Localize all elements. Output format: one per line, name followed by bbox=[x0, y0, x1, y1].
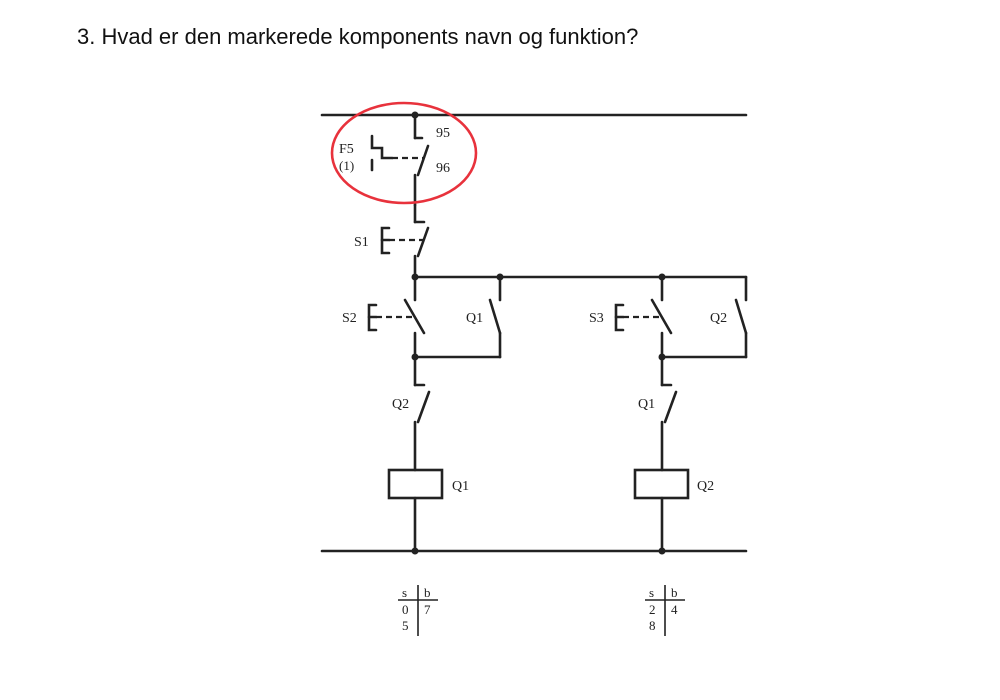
q1-interlock-label: Q1 bbox=[638, 397, 655, 412]
table-q2-r1c2: 4 bbox=[671, 602, 678, 617]
s3-label: S3 bbox=[589, 311, 604, 326]
terminal-95-label: 95 bbox=[436, 126, 450, 141]
coil-q1-label: Q1 bbox=[452, 479, 469, 494]
table-q2-r2c1: 8 bbox=[649, 618, 656, 633]
question-text: 3. Hvad er den markerede komponents navn… bbox=[77, 24, 639, 49]
coil-q1 bbox=[387, 468, 444, 500]
s2-start-button bbox=[367, 275, 426, 359]
table-q2-h1: s bbox=[649, 585, 654, 600]
f5-sub-label: (1) bbox=[339, 158, 354, 173]
contact-table-q2: s b 2 4 8 bbox=[645, 585, 685, 636]
f5-label: F5 bbox=[339, 142, 354, 157]
junction-dots bbox=[411, 111, 666, 555]
s1-label: S1 bbox=[354, 235, 369, 250]
q2-hold-label: Q2 bbox=[710, 311, 727, 326]
table-q2-h2: b bbox=[671, 585, 678, 600]
table-q1-h1: s bbox=[402, 585, 407, 600]
q1-interlock-contact bbox=[660, 355, 678, 472]
table-q1-r1c1: 0 bbox=[402, 602, 409, 617]
coil-q2 bbox=[633, 468, 690, 500]
s3-start-button bbox=[614, 275, 673, 359]
coil-q2-label: Q2 bbox=[697, 479, 714, 494]
highlight-circle bbox=[330, 101, 478, 205]
f5-overload-contact bbox=[370, 113, 430, 207]
terminal-96-label: 96 bbox=[436, 161, 450, 176]
table-q1-r2c1: 5 bbox=[402, 618, 409, 633]
table-q1-h2: b bbox=[424, 585, 431, 600]
q1-holding-contact bbox=[413, 275, 502, 359]
q2-holding-contact bbox=[660, 275, 748, 359]
q2-interlock-label: Q2 bbox=[392, 397, 409, 412]
contact-table-q1: s b 0 7 5 bbox=[398, 585, 438, 636]
table-q2-r1c1: 2 bbox=[649, 602, 656, 617]
q2-interlock-contact bbox=[413, 355, 431, 472]
s2-label: S2 bbox=[342, 311, 357, 326]
q1-hold-label: Q1 bbox=[466, 311, 483, 326]
table-q1-r1c2: 7 bbox=[424, 602, 431, 617]
s1-stop-button bbox=[380, 203, 430, 279]
